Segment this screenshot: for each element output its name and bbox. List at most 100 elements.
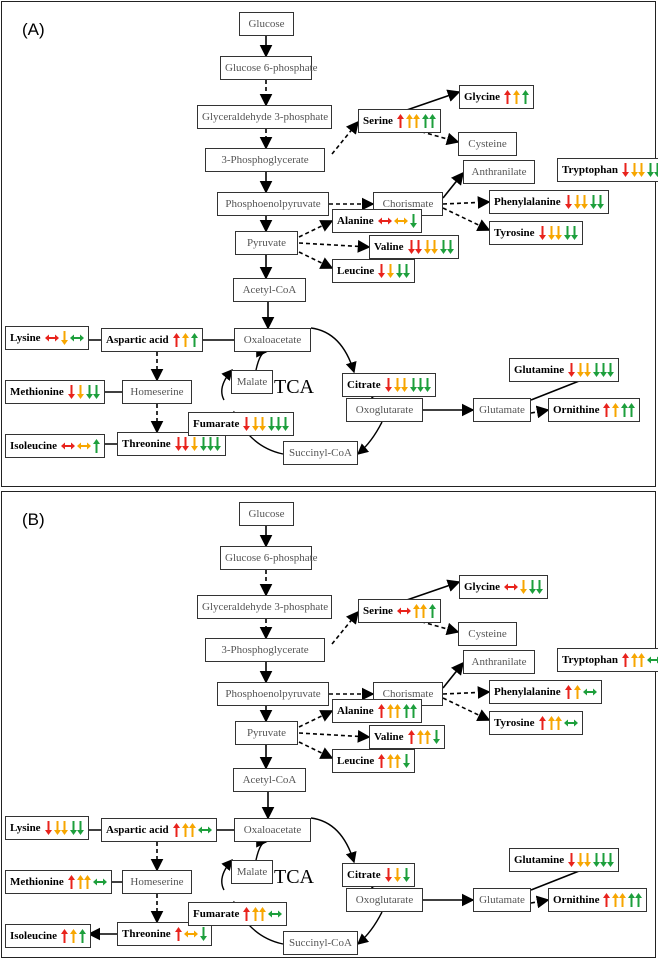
metabolite-name: Tyrosine — [494, 227, 535, 239]
indicator-group — [423, 240, 438, 254]
metabolite-name: Glutamine — [514, 364, 565, 376]
left-right-arrow-icon — [183, 930, 198, 938]
metabolite-tyrosine: Tyrosine — [489, 711, 583, 735]
up-arrow-icon — [377, 704, 385, 718]
change-indicators — [396, 603, 436, 619]
node-succinyl: Succinyl-CoA — [283, 441, 358, 465]
indicator-group — [577, 363, 592, 377]
change-indicators — [407, 239, 454, 255]
metabolite-name: Aspartic acid — [106, 824, 169, 836]
node-g3p: Glyceraldehyde 3-phosphate — [197, 595, 332, 619]
down-arrow-icon — [199, 927, 207, 941]
node-g6p: Glucose 6-phosphate — [220, 546, 318, 570]
indicator-group — [421, 114, 436, 128]
metabolite-name: Isoleucine — [10, 440, 58, 452]
change-indicators — [622, 652, 658, 668]
down-arrow-icon — [206, 437, 214, 451]
indicator-group — [396, 264, 411, 278]
node-g6p: Glucose 6-phosphate — [220, 56, 318, 80]
up-arrow-icon — [547, 716, 555, 730]
indicator-group — [378, 754, 386, 768]
metabolite-citrate: Citrate — [342, 863, 415, 887]
metabolite-name: Valine — [374, 731, 404, 743]
down-arrow-icon — [580, 195, 588, 209]
tca-cycle-arrow — [255, 346, 268, 371]
up-arrow-icon — [504, 90, 512, 104]
indicator-group — [407, 240, 422, 254]
up-arrow-icon — [612, 893, 620, 907]
left-right-arrow-icon — [393, 217, 408, 225]
metabolite-name: Methionine — [10, 386, 64, 398]
indicator-group — [621, 403, 636, 417]
change-indicators — [568, 362, 615, 378]
indicator-group — [538, 226, 546, 240]
down-arrow-icon — [268, 417, 276, 431]
indicator-group — [582, 685, 597, 699]
indicator-group — [522, 90, 530, 104]
up-arrow-icon — [394, 754, 402, 768]
down-arrow-icon — [384, 378, 392, 392]
down-arrow-icon — [213, 437, 221, 451]
down-arrow-icon — [275, 417, 283, 431]
down-arrow-icon — [564, 195, 572, 209]
down-arrow-icon — [85, 385, 93, 399]
indicator-group — [504, 90, 512, 104]
up-arrow-icon — [67, 875, 75, 889]
down-arrow-icon — [60, 821, 68, 835]
indicator-group — [172, 823, 180, 837]
indicator-group — [612, 893, 627, 907]
indicator-group — [568, 853, 576, 867]
change-indicators — [538, 225, 578, 241]
node-pep: Phosphoenolpyruvate — [217, 682, 329, 706]
metabolite-name: Tryptophan — [562, 654, 619, 666]
metabolite-name: Ornithine — [553, 894, 600, 906]
tca-label: TCA — [274, 376, 314, 398]
down-arrow-icon — [439, 240, 447, 254]
up-arrow-icon — [83, 875, 91, 889]
up-arrow-icon — [405, 114, 413, 128]
indicator-group — [181, 823, 196, 837]
down-arrow-icon — [402, 868, 410, 882]
up-arrow-icon — [93, 439, 101, 453]
tca-cycle-arrow — [356, 911, 383, 945]
up-arrow-icon — [409, 704, 417, 718]
indicator-group — [197, 823, 212, 837]
up-arrow-icon — [603, 403, 611, 417]
indicator-group — [199, 927, 207, 941]
tca-label: TCA — [274, 866, 314, 888]
pathway-arrow — [298, 710, 334, 728]
node-pyruvate: Pyruvate — [235, 721, 298, 745]
indicator-group — [69, 821, 84, 835]
node-anthranilate: Anthranilate — [463, 650, 535, 674]
indicator-group — [563, 716, 578, 730]
metabolite-name: Threonine — [122, 928, 171, 940]
indicator-group — [190, 437, 198, 451]
metabolite-name: Serine — [363, 115, 393, 127]
metabolite-tryptophan: Tryptophan — [557, 648, 658, 672]
down-arrow-icon — [282, 417, 290, 431]
down-arrow-icon — [409, 378, 417, 392]
indicator-group — [593, 363, 615, 377]
down-arrow-icon — [631, 163, 639, 177]
indicator-group — [79, 929, 87, 943]
up-arrow-icon — [423, 730, 431, 744]
indicator-group — [402, 704, 417, 718]
metabolite-name: Citrate — [347, 869, 381, 881]
change-indicators — [377, 703, 417, 719]
change-indicators — [396, 113, 436, 129]
up-arrow-icon — [631, 653, 639, 667]
pathway-arrow — [530, 895, 550, 909]
change-indicators — [67, 874, 107, 890]
indicator-group — [622, 163, 630, 177]
metabolite-name: Leucine — [337, 265, 375, 277]
indicator-group — [631, 163, 646, 177]
indicator-group — [174, 437, 189, 451]
tca-cycle-arrow — [310, 327, 357, 374]
change-indicators — [504, 579, 544, 595]
pathway-arrow — [298, 251, 334, 269]
up-arrow-icon — [76, 875, 84, 889]
change-indicators — [174, 436, 221, 452]
down-arrow-icon — [190, 437, 198, 451]
down-arrow-icon — [69, 821, 77, 835]
